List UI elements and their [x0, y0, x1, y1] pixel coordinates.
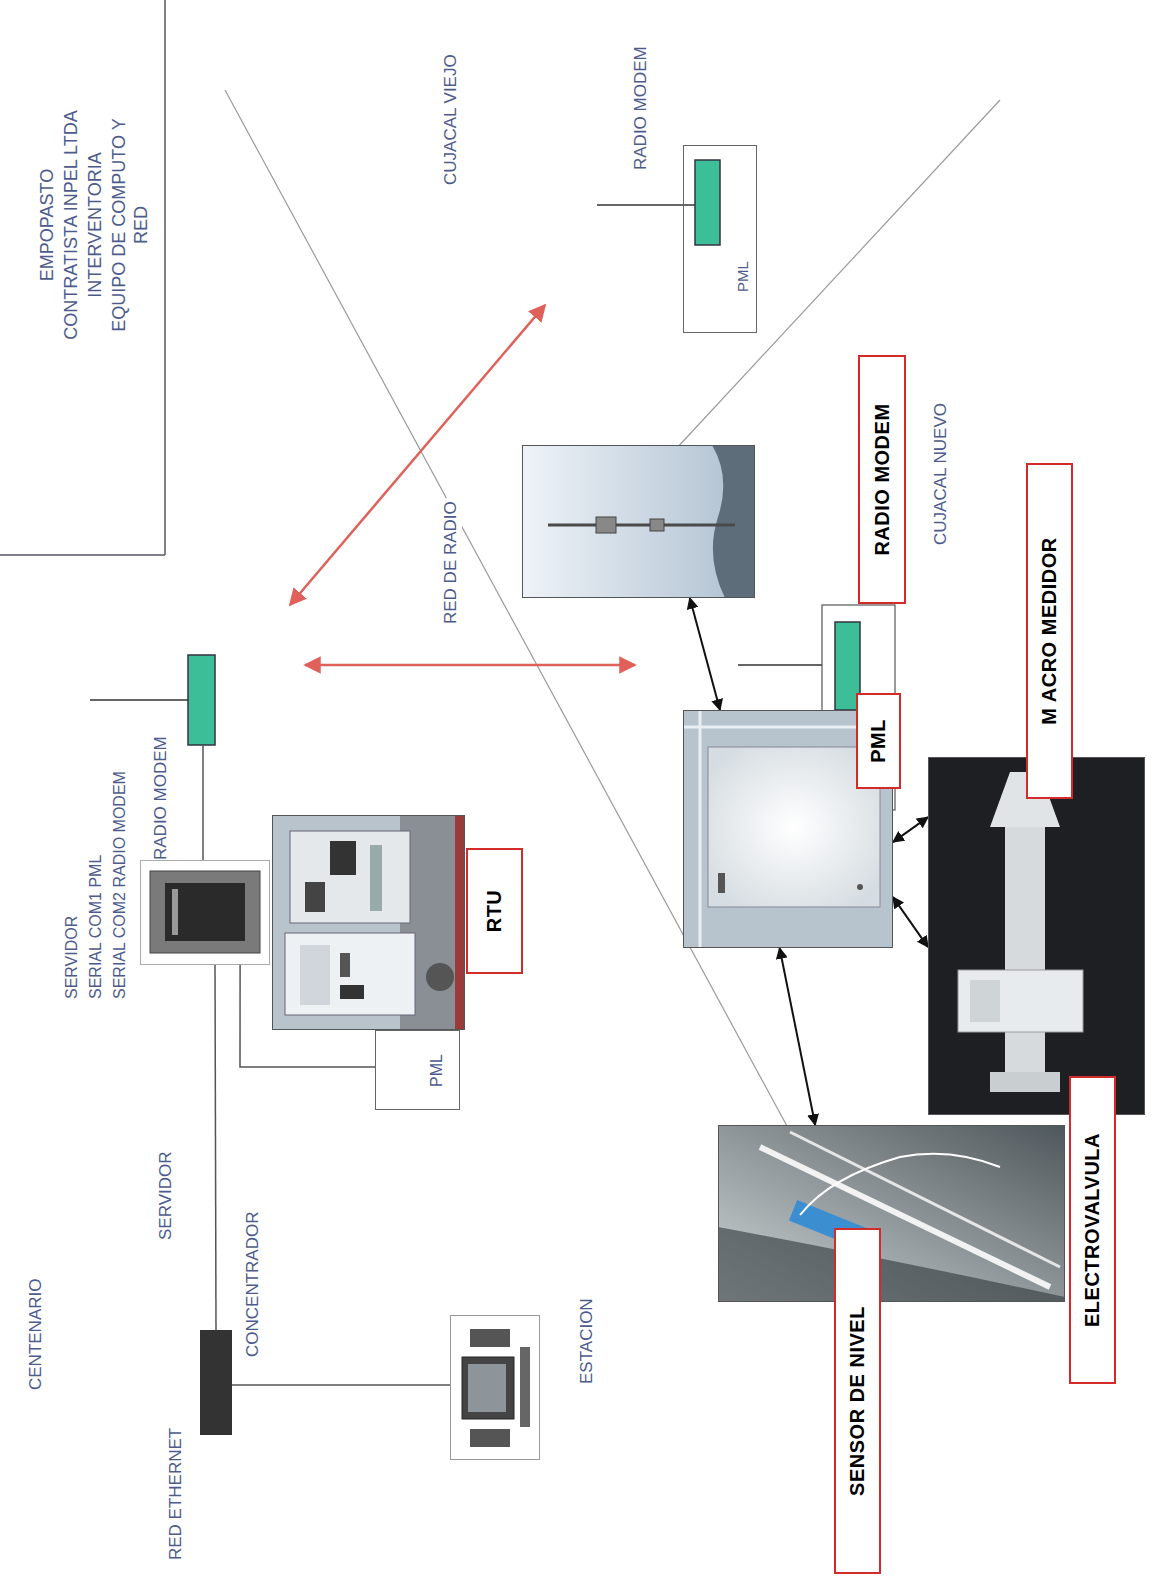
level-sensor-photo	[718, 1125, 1065, 1302]
workstation-icon	[462, 1329, 530, 1447]
workstation-frame: ESTACION	[450, 1315, 540, 1460]
valve-meter-photo	[928, 757, 1145, 1115]
node-label: CONCENTRADOR	[242, 1212, 264, 1357]
valve-photo-frame: M ACRO MEDIDORELECTROVALVULA	[928, 757, 1145, 1115]
area-label: RED ETHERNET	[165, 1428, 187, 1560]
area-label: CUJACAL VIEJO	[440, 54, 462, 185]
rtu-photo-frame: RTU	[272, 815, 465, 1030]
server-frame: SERVIDORSERIAL COM1 PMLSERIAL COM2 RADIO…	[140, 860, 270, 965]
node-label: PML	[426, 1054, 448, 1087]
area-label: RED DE RADIO	[440, 498, 462, 627]
area-label: CONTRATISTA INPEL LTDA	[60, 75, 82, 375]
node-label: ESTACION	[576, 1298, 598, 1384]
network-cable	[215, 965, 216, 1330]
tower-photo	[522, 445, 755, 598]
callout-label: PML	[856, 693, 901, 789]
node-label: PML	[732, 261, 754, 292]
node-label: SERVIDOR	[61, 916, 83, 999]
node-label: SERIAL COM1 PML	[85, 855, 107, 999]
area-label: RADIO MODEM	[150, 736, 172, 860]
area-label: CENTENARIO	[25, 1279, 47, 1390]
callout-label: RTU	[466, 848, 523, 974]
callout-label: ELECTROVALVULA	[1069, 1076, 1116, 1384]
diagram-title: EMPOPASTO	[36, 75, 58, 375]
signal-arrow	[893, 897, 928, 947]
callout-label: RADIO MODEM	[858, 355, 906, 604]
server-icon	[150, 871, 260, 953]
zone-divider	[225, 90, 1000, 1150]
area-label: SERVIDOR	[155, 1152, 177, 1241]
area-label: INTERVENTORIA	[84, 75, 106, 375]
signal-arrow	[893, 817, 928, 842]
area-label: EQUIPO DE COMPUTO Y RED	[108, 100, 152, 350]
callout-label: M ACRO MEDIDOR	[1026, 463, 1073, 799]
callout-label: SENSOR DE NIVEL	[834, 1228, 881, 1574]
tower-photo-frame: RADIO MODEM	[522, 445, 755, 598]
pml-photo-frame: PML	[683, 710, 893, 948]
node-label: SERIAL COM2 RADIO MODEM	[109, 771, 131, 999]
pml-box: PML	[375, 1030, 460, 1110]
area-label: RADIO MODEM	[630, 46, 652, 170]
signal-arrow	[690, 598, 720, 710]
area-label: CUJACAL NUEVO	[930, 403, 952, 545]
title-frame	[0, 0, 165, 555]
network-cable	[240, 965, 375, 1067]
sensor-photo-frame: SENSOR DE NIVEL	[718, 1125, 1065, 1302]
signal-arrow	[780, 948, 816, 1125]
pml-box: PML	[683, 145, 757, 333]
rtu-photo	[272, 815, 465, 1030]
hub-bar: CONCENTRADOR	[200, 1330, 232, 1435]
network-cable	[232, 1384, 450, 1386]
